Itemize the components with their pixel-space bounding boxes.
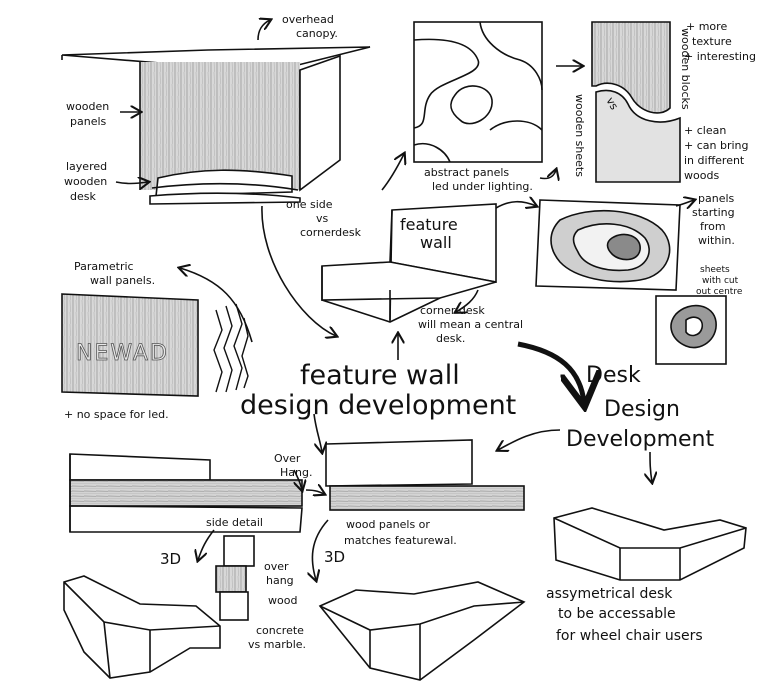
bold-desk-arrow <box>517 341 584 402</box>
wood-panels-note: wood panels or <box>346 518 430 531</box>
side-detail-label: side detail <box>206 516 263 529</box>
overhead-canopy-label: overhead <box>282 13 334 26</box>
l-desk-3d-left <box>63 575 221 679</box>
panels-within-label: panels <box>698 192 735 205</box>
canopy-booth-sketch <box>61 46 371 205</box>
one-side-vs-corner-label: one side <box>286 198 333 211</box>
parametric-panels-label: Parametric <box>74 260 134 273</box>
abstract-panels-sketch <box>413 21 543 163</box>
wooden-panels-label: wooden <box>66 100 109 113</box>
over-hang-label: over <box>264 560 289 573</box>
feature-wall-sketch-label: feature <box>400 215 458 234</box>
panels-from-within-sketch <box>535 199 727 365</box>
three-d-center-label: 3D <box>324 548 345 566</box>
abstract-panels-label: abstract panels <box>424 166 509 179</box>
wooden-blocks-vs-sheets-sketch <box>591 21 681 183</box>
overhang-elevation-sketch <box>69 439 525 533</box>
overhang-top-label: Over <box>274 452 301 465</box>
vs-label: vs <box>603 95 621 112</box>
stacked-3d-detail-sketch <box>215 535 255 621</box>
no-space-led-label: + no space for led. <box>64 408 169 421</box>
wooden-sheets-label: wooden sheets <box>573 94 586 177</box>
assymetrical-label: assymetrical desk <box>546 586 673 602</box>
sheets-cut-out-label: sheets <box>700 265 730 275</box>
wood-label: wood <box>268 594 297 607</box>
design-title: Design <box>604 397 680 422</box>
wooden-blocks-label: wooden blocks <box>679 28 692 110</box>
layered-desk-label: layered <box>66 160 107 173</box>
parametric-panels-sketch <box>61 293 249 397</box>
design-development-title: design development <box>240 390 516 421</box>
newad-mark: NEWAD <box>76 341 169 366</box>
clean-label: + clean <box>684 124 726 137</box>
flow-arrows <box>115 20 694 580</box>
more-texture-label: + more <box>686 20 727 33</box>
development-title: Development <box>566 427 714 452</box>
feature-wall-title: feature wall <box>300 360 460 391</box>
desk-title: Desk <box>586 363 641 388</box>
corner-desk-note: corner desk <box>420 304 485 317</box>
concrete-marble-label: concrete <box>256 624 304 637</box>
l-desk-3d-center <box>318 581 526 681</box>
feature-wall-sketch <box>321 203 497 323</box>
three-d-left-label: 3D <box>160 550 181 568</box>
asymmetrical-desk-3d <box>553 507 747 581</box>
